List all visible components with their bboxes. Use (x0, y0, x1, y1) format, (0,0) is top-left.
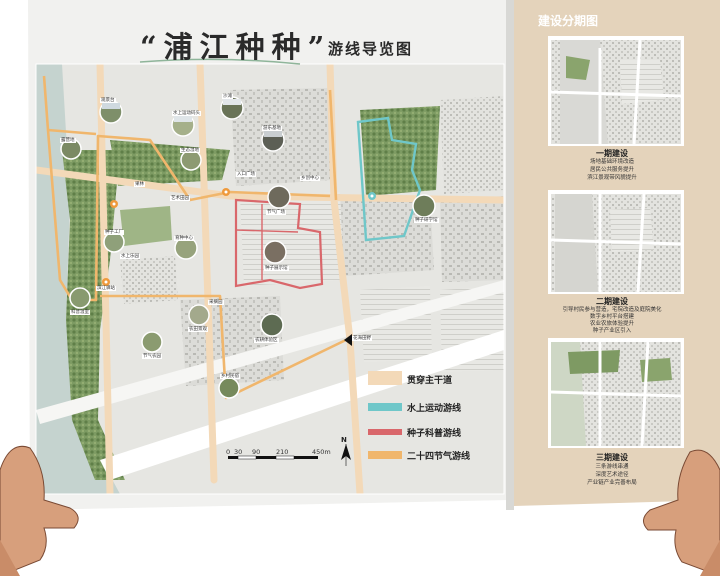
title-underline (139, 58, 301, 65)
place-label: 乡村民宿 (220, 374, 240, 379)
viewpoint-photo[interactable] (69, 287, 91, 309)
phase-3-line: 产业链产业完善布局 (587, 480, 637, 486)
viewpoint-photo[interactable] (99, 100, 123, 124)
legend (368, 371, 402, 459)
green-plot (120, 206, 172, 246)
legend-swatch (368, 429, 402, 435)
right-hand (643, 449, 720, 576)
place-label: 沙滩 (222, 94, 233, 99)
scale-tick-label: 450m (312, 448, 331, 456)
phase-panel-heading: 建设分期图 (538, 14, 599, 28)
compass-label: N (341, 436, 347, 444)
scale-tick-label: 90 (252, 448, 261, 456)
scale-tick-label: 30 (234, 448, 243, 456)
pin-icon[interactable] (102, 278, 110, 286)
phase-panel (548, 36, 684, 448)
phase-2-map-thumbnail (551, 194, 681, 292)
entrance-arrow-icon (344, 334, 352, 346)
phase-1-title: 一期建设 (596, 149, 628, 158)
legend-swatch (368, 403, 402, 411)
water-sports-route (356, 116, 422, 242)
phase-3-line: 三条游线串通 (595, 464, 629, 470)
viewpoint-photo[interactable] (260, 313, 284, 337)
place-label: 农田景观 (188, 327, 208, 332)
legend-solar-terms-route-label: 二十四节气游线 (407, 452, 471, 462)
pin-icon[interactable] (222, 188, 230, 196)
scale-tick-label: 0 (226, 448, 231, 456)
legend-seed-route-label: 种子科普游线 (407, 429, 462, 439)
phase-1-line: 场地基础环境改造 (589, 159, 634, 165)
place-label: 育种中心 (174, 236, 194, 241)
map-title: “浦江种种” (140, 30, 332, 64)
guide-map[interactable] (36, 64, 504, 494)
viewpoint-photo[interactable] (263, 240, 287, 264)
viewpoint-photo[interactable] (103, 231, 125, 253)
place-label: 种子工厂 (104, 230, 124, 235)
viewpoint-photo[interactable] (141, 331, 163, 353)
road (36, 280, 504, 424)
phase-3-title: 三期建设 (596, 453, 628, 462)
phase-2-line: 数字乡村平台搭建 (589, 314, 634, 320)
place-label: 农耕体验区 (254, 338, 279, 343)
viewpoint-photos (60, 96, 436, 399)
place-label: 游乐基地 (262, 126, 282, 131)
viewpoint-photo[interactable] (267, 185, 291, 209)
scale-bar (228, 455, 318, 460)
place-label: 观景台 (100, 98, 116, 103)
pin-icon[interactable] (110, 200, 118, 208)
legend-swatch (368, 451, 402, 459)
place-label: 种子展示馆 (264, 266, 289, 271)
place-label: 花海田野 (352, 336, 372, 341)
place-label: 果林 (134, 182, 145, 187)
place-label: 节气广场 (266, 210, 286, 215)
viewpoint-photo[interactable] (412, 194, 436, 218)
phase-2-line: 引导村民参与营造，宅院改造及庭院美化 (562, 307, 662, 313)
legend-main-road-label: 贯穿主干道 (407, 376, 453, 386)
village-block (440, 196, 504, 282)
village-block (440, 96, 504, 194)
place-label: 采摘园 (208, 300, 224, 305)
expressway (100, 330, 504, 480)
place-label: 科普温室 (70, 310, 90, 315)
viewpoint-photo[interactable] (220, 96, 244, 120)
phase-1-line: 居民公共服务提升 (589, 167, 634, 173)
scale-tick-label: 210 (276, 448, 289, 456)
place-label: 生态湿地 (180, 148, 200, 153)
phase-2-line: 农业农旅体验提升 (589, 321, 634, 327)
viewpoint-photo[interactable] (171, 113, 195, 137)
left-hand (0, 445, 79, 576)
solar-terms-route (42, 75, 351, 400)
place-label: 种子研学馆 (414, 218, 439, 223)
viewpoint-photo[interactable] (180, 149, 202, 171)
viewpoint-photo[interactable] (218, 377, 240, 399)
seed-science-route-branch (235, 204, 299, 280)
village-block (120, 256, 178, 304)
place-label: 入口广场 (236, 172, 256, 177)
phase-1-line: 滨江景观带风貌提升 (587, 175, 637, 181)
legend-swatch (368, 371, 402, 385)
phase-2-line: 种子产业区引入 (592, 328, 632, 334)
phase-1-map-thumbnail (551, 40, 681, 144)
phase-2-title: 二期建设 (596, 297, 628, 306)
place-label: 乡创中心 (300, 176, 320, 181)
pin-icon[interactable] (368, 192, 376, 200)
forest-park (360, 106, 440, 196)
north-arrow-icon (341, 444, 351, 466)
place-label: 水上乐园 (120, 254, 140, 259)
place-label: 露营地 (60, 138, 76, 143)
place-label: 节气农园 (142, 354, 162, 359)
place-label: 滨江驿站 (96, 286, 116, 291)
map-subtitle: 游线导览图 (328, 40, 414, 58)
viewpoint-photo[interactable] (188, 304, 210, 326)
seed-science-route (234, 198, 324, 290)
viewpoint-photo[interactable] (261, 128, 285, 152)
farmland (240, 192, 344, 286)
phase-3-line: 深度艺术途径 (595, 472, 629, 478)
legend-water-route-label: 水上运动游线 (407, 404, 462, 414)
place-label: 水上运动码头 (172, 111, 201, 116)
phase-3-map-thumbnail (551, 342, 681, 446)
place-label: 艺术田园 (170, 196, 190, 201)
